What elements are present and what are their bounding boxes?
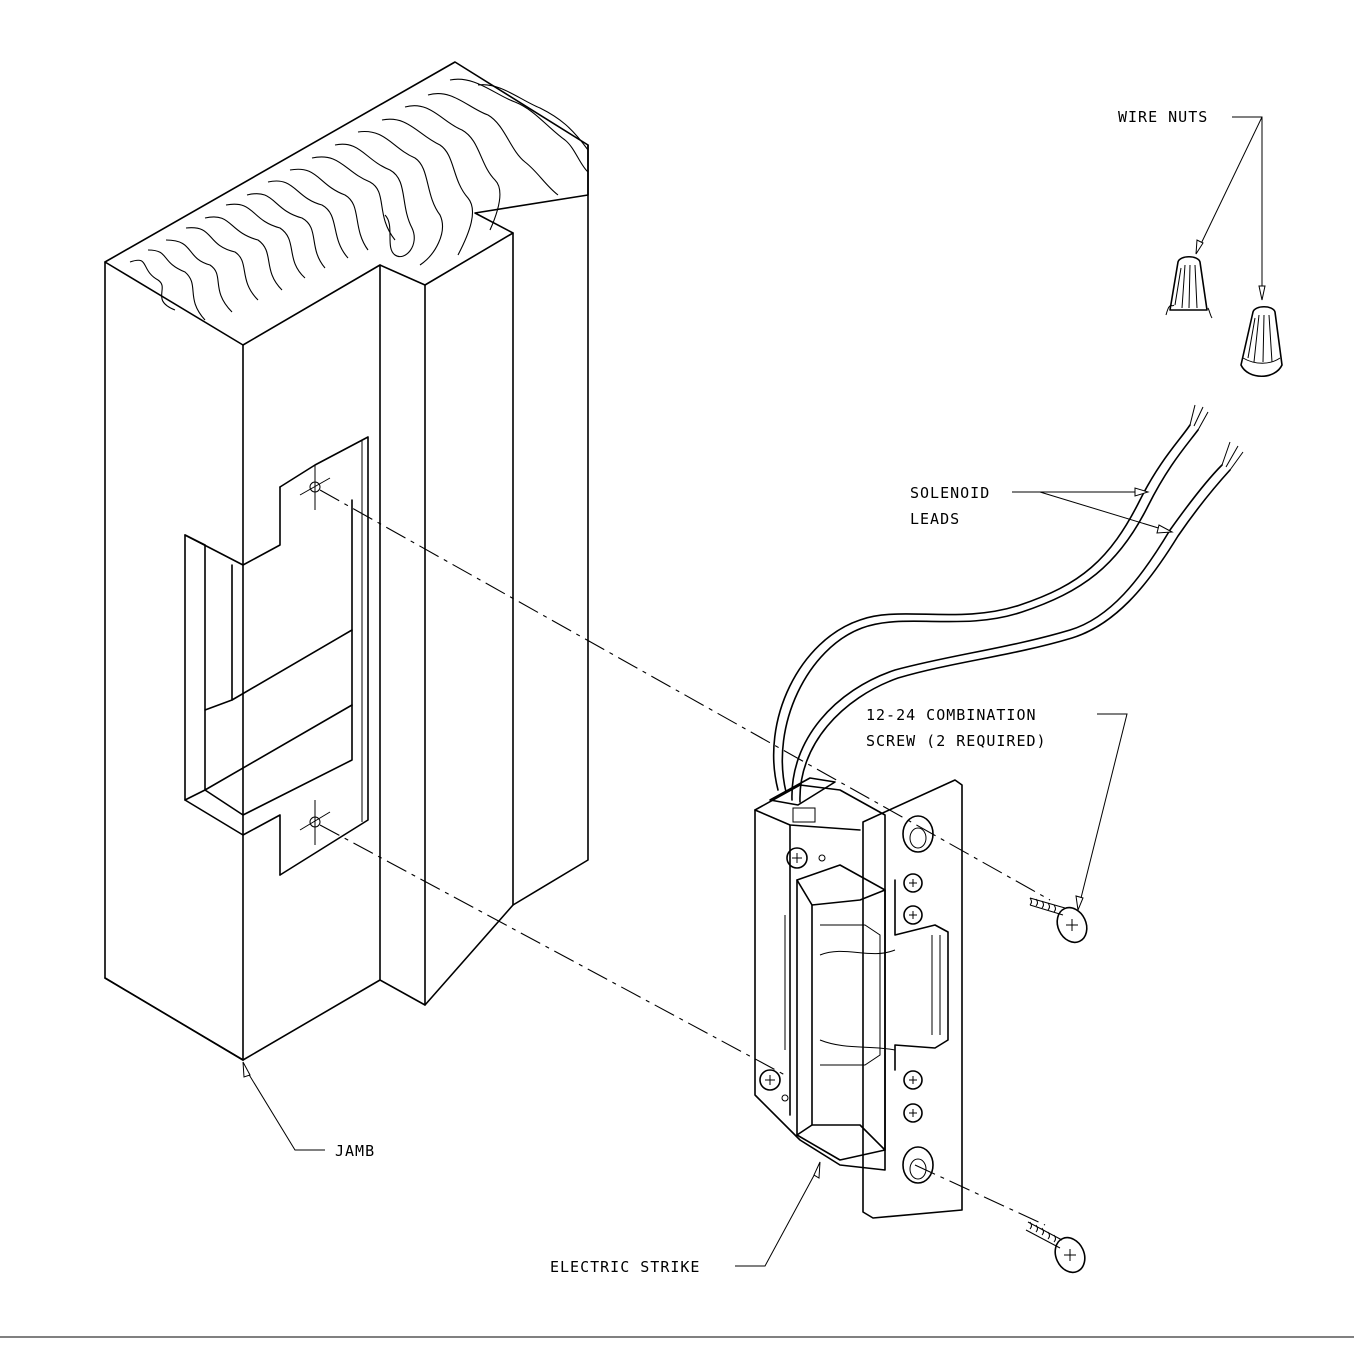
solenoid-label-line1: SOLENOID bbox=[910, 484, 990, 502]
jamb-label: JAMB bbox=[335, 1142, 375, 1160]
wood-grain bbox=[129, 78, 589, 321]
lower-alignment-line bbox=[319, 824, 786, 1076]
screw-label-line1: 12-24 COMBINATION bbox=[866, 706, 1037, 724]
electric-strike bbox=[754, 777, 963, 1219]
upper-screw-hole-mark bbox=[299, 465, 331, 510]
label-electric-strike: ELECTRIC STRIKE bbox=[550, 1161, 821, 1276]
electric-strike-label: ELECTRIC STRIKE bbox=[550, 1258, 700, 1276]
upper-combination-screw bbox=[1029, 897, 1088, 944]
screw-label-line2: SCREW (2 REQUIRED) bbox=[866, 732, 1047, 750]
label-solenoid-leads: SOLENOID LEADS bbox=[910, 484, 1174, 534]
upper-alignment-line bbox=[319, 489, 1051, 901]
solenoid-leads bbox=[773, 404, 1244, 803]
lower-combination-screw bbox=[1025, 1221, 1086, 1274]
jamb-mortise bbox=[184, 436, 369, 876]
label-combination-screw: 12-24 COMBINATION SCREW (2 REQUIRED) bbox=[866, 706, 1128, 912]
wire-nuts-label: WIRE NUTS bbox=[1118, 108, 1208, 126]
label-wire-nuts: WIRE NUTS bbox=[1118, 108, 1266, 301]
solenoid-label-line2: LEADS bbox=[910, 510, 960, 528]
lower-screw-hole-mark bbox=[299, 800, 331, 845]
door-jamb bbox=[104, 61, 589, 1061]
wire-nut-2 bbox=[1240, 305, 1283, 378]
label-jamb: JAMB bbox=[242, 1061, 375, 1160]
lower-screw-alignment-line bbox=[914, 1164, 1046, 1226]
wire-nut-1 bbox=[1165, 255, 1213, 319]
